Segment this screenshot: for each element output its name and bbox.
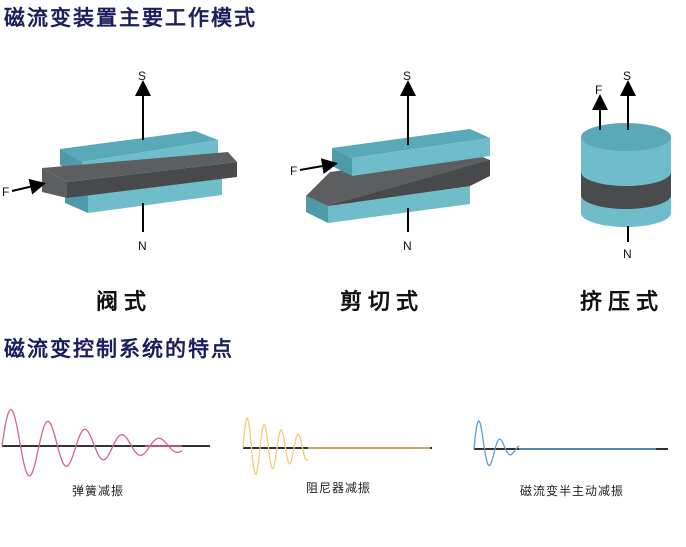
- mode-label-squeeze: 挤压式: [580, 290, 665, 315]
- shear-mode-diagram: S N F: [290, 69, 490, 253]
- section-title-modes: 磁流变装置主要工作模式: [4, 6, 257, 30]
- n-label: N: [403, 239, 412, 253]
- damping-wave-curve: [1, 408, 183, 477]
- mode-label-shear: 剪切式: [340, 290, 425, 315]
- damping-wave-curve: [473, 420, 520, 467]
- f-label: F: [595, 83, 602, 97]
- wave-caption-mr: 磁流变半主动减振: [520, 484, 625, 498]
- wave-caption-spring: 弹簧减振: [72, 484, 125, 498]
- squeeze-mode-diagram: F S N: [581, 69, 671, 261]
- wave-caption-damper: 阻尼器减振: [306, 481, 372, 495]
- s-label: S: [403, 69, 411, 83]
- mode-label-valve: 阀式: [96, 290, 153, 315]
- s-label: S: [138, 69, 146, 83]
- damping-wave-curve: [242, 417, 309, 476]
- n-label: N: [138, 239, 147, 253]
- damping-waves: [1, 408, 668, 477]
- s-label: S: [623, 69, 631, 83]
- section-title-features: 磁流变控制系统的特点: [4, 337, 234, 361]
- f-label: F: [2, 185, 9, 199]
- n-label: N: [623, 247, 632, 261]
- valve-mode-diagram: S N F: [2, 69, 237, 253]
- f-label: F: [290, 164, 297, 178]
